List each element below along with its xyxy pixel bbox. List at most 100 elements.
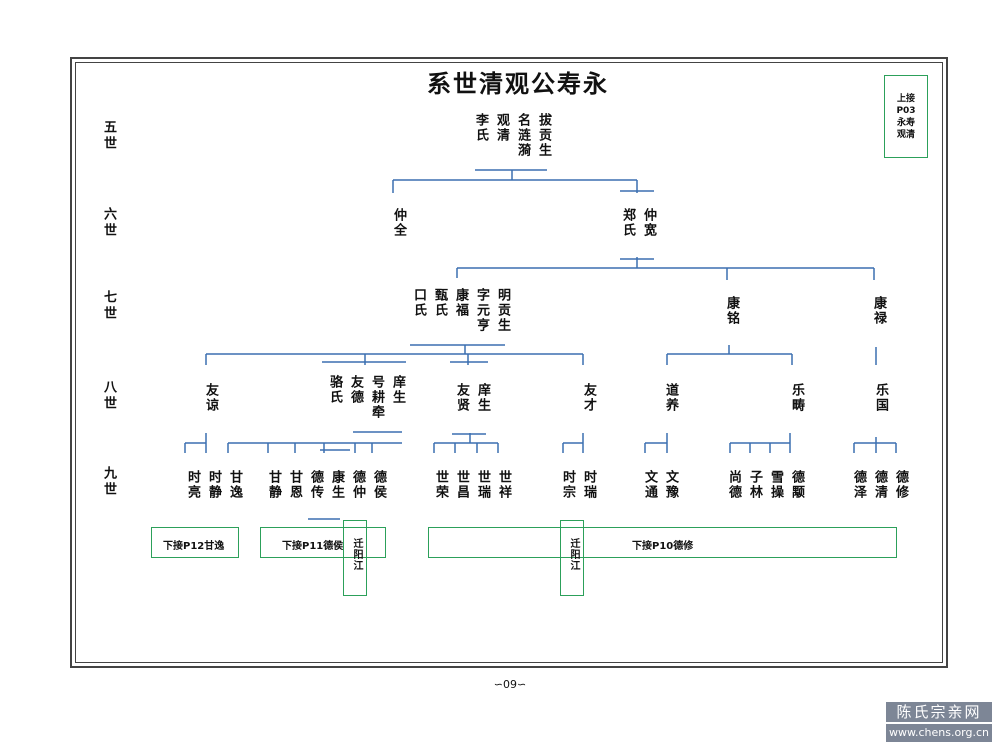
person-g9: 子林 (742, 470, 763, 500)
name-column: 甘静 (266, 470, 281, 500)
top-note-line: P03 (896, 106, 916, 116)
name-column: 德仲 (350, 470, 365, 500)
person-g9: 德清 (867, 470, 888, 500)
person-g8-daoyang: 道养 (658, 383, 679, 413)
name-column: 世祥 (496, 470, 511, 500)
name-column: 庠生 (475, 383, 490, 413)
name-column: 尚德 (726, 470, 741, 500)
name-column: 德修 (893, 470, 908, 500)
page-title: 系世清观公寿永 (427, 69, 609, 98)
person-g9: 世瑞 (470, 470, 491, 500)
person-g9: 康生 (324, 470, 345, 500)
continuation-label-p12: 下接P12甘逸 (163, 541, 225, 552)
name-column: 甄氏 (432, 288, 447, 318)
name-column: 德传 (308, 470, 323, 500)
name-column: 友才 (581, 383, 596, 413)
person-g9: 甘逸 (222, 470, 243, 500)
name-column: 口氏 (411, 288, 426, 318)
name-column: 德清 (872, 470, 887, 500)
name-column: 德颙 (789, 470, 804, 500)
generation-label: 五世 (101, 120, 116, 152)
name-column: 雪操 (768, 470, 783, 500)
name-column: 康生 (329, 470, 344, 500)
person-g6-zhongkuan: 仲宽 郑氏 (615, 208, 657, 238)
name-column: 友贤 (454, 383, 469, 413)
name-column: 友德 (348, 375, 363, 405)
person-g9: 甘静 (261, 470, 282, 500)
person-g9: 雪操 (763, 470, 784, 500)
migration-box (560, 520, 584, 596)
person-g9: 时瑞 (576, 470, 597, 500)
name-column: 字元亨 (474, 288, 489, 333)
person-g9: 德泽 (846, 470, 867, 500)
name-column: 时亮 (185, 470, 200, 500)
continuation-box-p10 (428, 527, 897, 558)
person-g7-kanglu: 康禄 (866, 296, 887, 326)
person-g8-youliang: 友谅 (198, 383, 219, 413)
page-number: ∽09∽ (493, 678, 527, 691)
continuation-label-p10: 下接P10德修 (632, 541, 694, 552)
name-column: 时宗 (560, 470, 575, 500)
person-g8-youcai: 友才 (576, 383, 597, 413)
top-note-line: 永寿 (896, 118, 915, 128)
top-continuation-note: 上接 P03 永寿 观清 (884, 75, 928, 158)
person-g8-youde: 庠生 号耕牵 友德 骆氏 (322, 375, 406, 420)
person-g9: 德侯 (366, 470, 387, 500)
name-column: 拔贡生 (536, 113, 551, 158)
name-column: 明贡生 (495, 288, 510, 333)
name-column: 时瑞 (581, 470, 596, 500)
generation-label: 九世 (101, 466, 116, 498)
inner-frame (75, 62, 943, 663)
person-g8-leguo: 乐国 (868, 383, 889, 413)
migration-label: 迁阳江 (351, 538, 362, 571)
name-column: 郑氏 (620, 208, 635, 238)
name-column: 名涟漪 (515, 113, 530, 158)
person-g7-kangming: 康铭 (719, 296, 740, 326)
name-column: 仲宽 (641, 208, 656, 238)
name-column: 骆氏 (327, 375, 342, 405)
outer-frame (70, 57, 948, 668)
person-g8-lechou: 乐畴 (784, 383, 805, 413)
name-column: 子林 (747, 470, 762, 500)
name-column: 时静 (206, 470, 221, 500)
site-watermark: 陈氏宗亲网 (886, 702, 992, 722)
name-column: 友谅 (203, 383, 218, 413)
name-column: 文豫 (663, 470, 678, 500)
name-column: 德泽 (851, 470, 866, 500)
person-g9: 时静 (201, 470, 222, 500)
person-g9: 世昌 (449, 470, 470, 500)
person-g9: 德传 (303, 470, 324, 500)
person-g9: 德颙 (784, 470, 805, 500)
continuation-label-p11: 下接P11德侯 (282, 541, 344, 552)
name-column: 康铭 (724, 296, 739, 326)
name-column: 观清 (494, 113, 509, 143)
person-g9: 尚德 (721, 470, 742, 500)
top-note-line: 观清 (896, 130, 915, 140)
name-column: 庠生 (390, 375, 405, 405)
name-column: 康禄 (871, 296, 886, 326)
migration-box (343, 520, 367, 596)
name-column: 文通 (642, 470, 657, 500)
name-column: 乐畴 (789, 383, 804, 413)
migration-label: 迁阳江 (568, 538, 579, 571)
name-column: 号耕牵 (369, 375, 384, 420)
person-g9: 时宗 (555, 470, 576, 500)
person-g9: 甘恩 (282, 470, 303, 500)
name-column: 李氏 (473, 113, 488, 143)
person-g9: 文通 (637, 470, 658, 500)
name-column: 世瑞 (475, 470, 490, 500)
person-g9: 世祥 (491, 470, 512, 500)
person-g9: 文豫 (658, 470, 679, 500)
name-column: 世荣 (433, 470, 448, 500)
person-g8-youxian: 庠生 友贤 (449, 383, 491, 413)
top-note-line: 上接 (896, 94, 915, 104)
generation-label: 六世 (101, 207, 116, 239)
name-column: 世昌 (454, 470, 469, 500)
person-g5-guanqing: 拔贡生 名涟漪 观清 李氏 (468, 113, 552, 158)
name-column: 甘恩 (287, 470, 302, 500)
continuation-box-p11 (260, 527, 386, 558)
name-column: 乐国 (873, 383, 888, 413)
name-column: 德侯 (371, 470, 386, 500)
person-g9: 时亮 (180, 470, 201, 500)
